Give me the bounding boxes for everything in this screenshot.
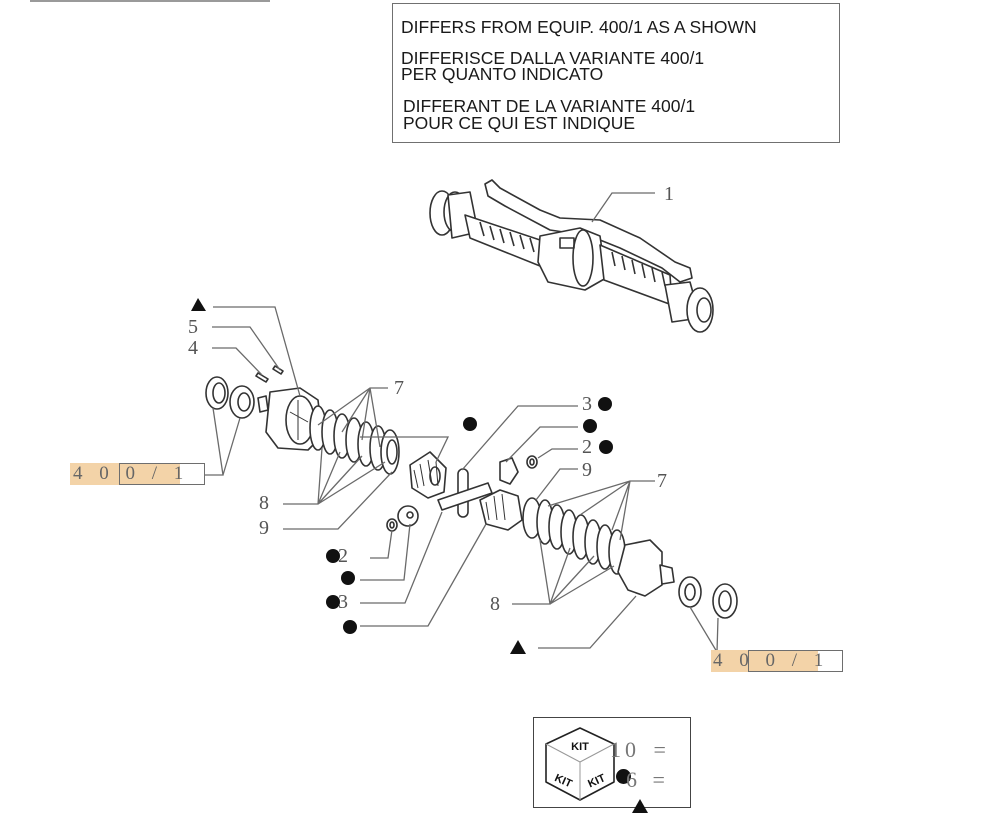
note-line-it-2: PER QUANTO INDICATO (401, 64, 604, 84)
lower-left-thrust-washer (386, 518, 398, 532)
kit-symbol-markers (191, 298, 613, 654)
right-seal-ring (712, 583, 738, 619)
circle-marker-3-right (598, 397, 612, 411)
variant-ref-text: 4 0 0 / 1 (713, 650, 830, 671)
callout-item-9-left: 9 (259, 517, 269, 539)
upper-right-thrust-washer (526, 455, 538, 469)
variant-ref-highlight (70, 463, 180, 485)
callout-item-9-right: 9 (582, 459, 592, 481)
page-top-rule (30, 0, 270, 2)
lower-left-pinion-gear (397, 505, 419, 527)
variant-ref-highlight (711, 650, 818, 672)
note-line-it-1: DIFFERISCE DALLA VARIANTE 400/1 (401, 48, 705, 68)
kit-cube-icon: KIT KIT KIT (545, 727, 615, 801)
callout-item-7-right: 7 (657, 470, 667, 492)
triangle-symbol-icon (632, 799, 648, 813)
kit-row-circle: 10 = (610, 737, 690, 789)
circle-symbol-icon (616, 769, 631, 784)
kit-equals: = (652, 767, 665, 792)
callout-item-3-right: 3 (582, 393, 592, 415)
callout-item-3-left: 3 (338, 591, 348, 613)
callout-item-1: 1 (664, 183, 674, 205)
kit-legend-box: KIT KIT KIT 10 = 6 = (533, 717, 691, 813)
triangle-marker-left (191, 298, 206, 311)
callout-item-2-left: 2 (338, 545, 348, 567)
axle-assembly-illustration (429, 179, 714, 333)
variant-ref-text: 4 0 0 / 1 (73, 463, 190, 484)
circle-marker-right-side-gear (343, 620, 357, 634)
callout-item-5: 5 (188, 316, 198, 338)
circle-marker-left-pinion (341, 571, 355, 585)
variant-ref-right[interactable]: 4 0 0 / 1 (711, 650, 843, 672)
kit-count-6: 6 (626, 767, 637, 792)
circle-marker-3-left (326, 595, 340, 609)
callout-item-8-right: 8 (490, 593, 500, 615)
callout-item-2-right: 2 (582, 436, 592, 458)
kit-cube-top-label: KIT (571, 741, 589, 753)
right-clutch-disc-pack (522, 497, 626, 575)
variant-ref-frame (748, 650, 843, 672)
right-side-gear (479, 489, 523, 531)
kit-row-triangle: 6 = (626, 767, 690, 819)
spider-cross-shaft (437, 468, 493, 518)
left-clutch-disc-pack (309, 405, 400, 475)
bolt-item-4 (255, 372, 269, 383)
upper-right-pinion-gear (499, 457, 519, 485)
circle-marker-right-pinion (583, 419, 597, 433)
left-side-gear (409, 451, 447, 499)
variant-ref-left[interactable]: 4 0 0 / 1 (70, 463, 206, 485)
kit-equals: = (653, 737, 666, 762)
left-bearing (229, 385, 255, 419)
variant-ref-frame (119, 463, 205, 485)
leader-lines (205, 192, 719, 653)
note-line-fr-1: DIFFERANT DE LA VARIANTE 400/1 (403, 96, 696, 116)
pin-item-5 (272, 365, 284, 375)
right-carrier-housing (617, 539, 675, 597)
kit-count-10: 10 (610, 737, 640, 762)
note-line-fr-2: POUR CE QUI EST INDIQUE (403, 113, 636, 133)
left-seal-ring (205, 376, 229, 410)
callout-item-7-left: 7 (394, 377, 404, 399)
note-line-en: DIFFERS FROM EQUIP. 400/1 AS A SHOWN (401, 17, 757, 37)
circle-marker-side-gear (463, 417, 477, 431)
variant-notes-box: DIFFERS FROM EQUIP. 400/1 AS A SHOWN DIF… (392, 3, 840, 143)
right-bearing (678, 576, 702, 608)
circle-marker-2-left (326, 549, 340, 563)
triangle-marker-right (510, 640, 526, 654)
circle-marker-2-right (599, 440, 613, 454)
callout-item-4: 4 (188, 337, 198, 359)
callout-item-8-left: 8 (259, 492, 269, 514)
